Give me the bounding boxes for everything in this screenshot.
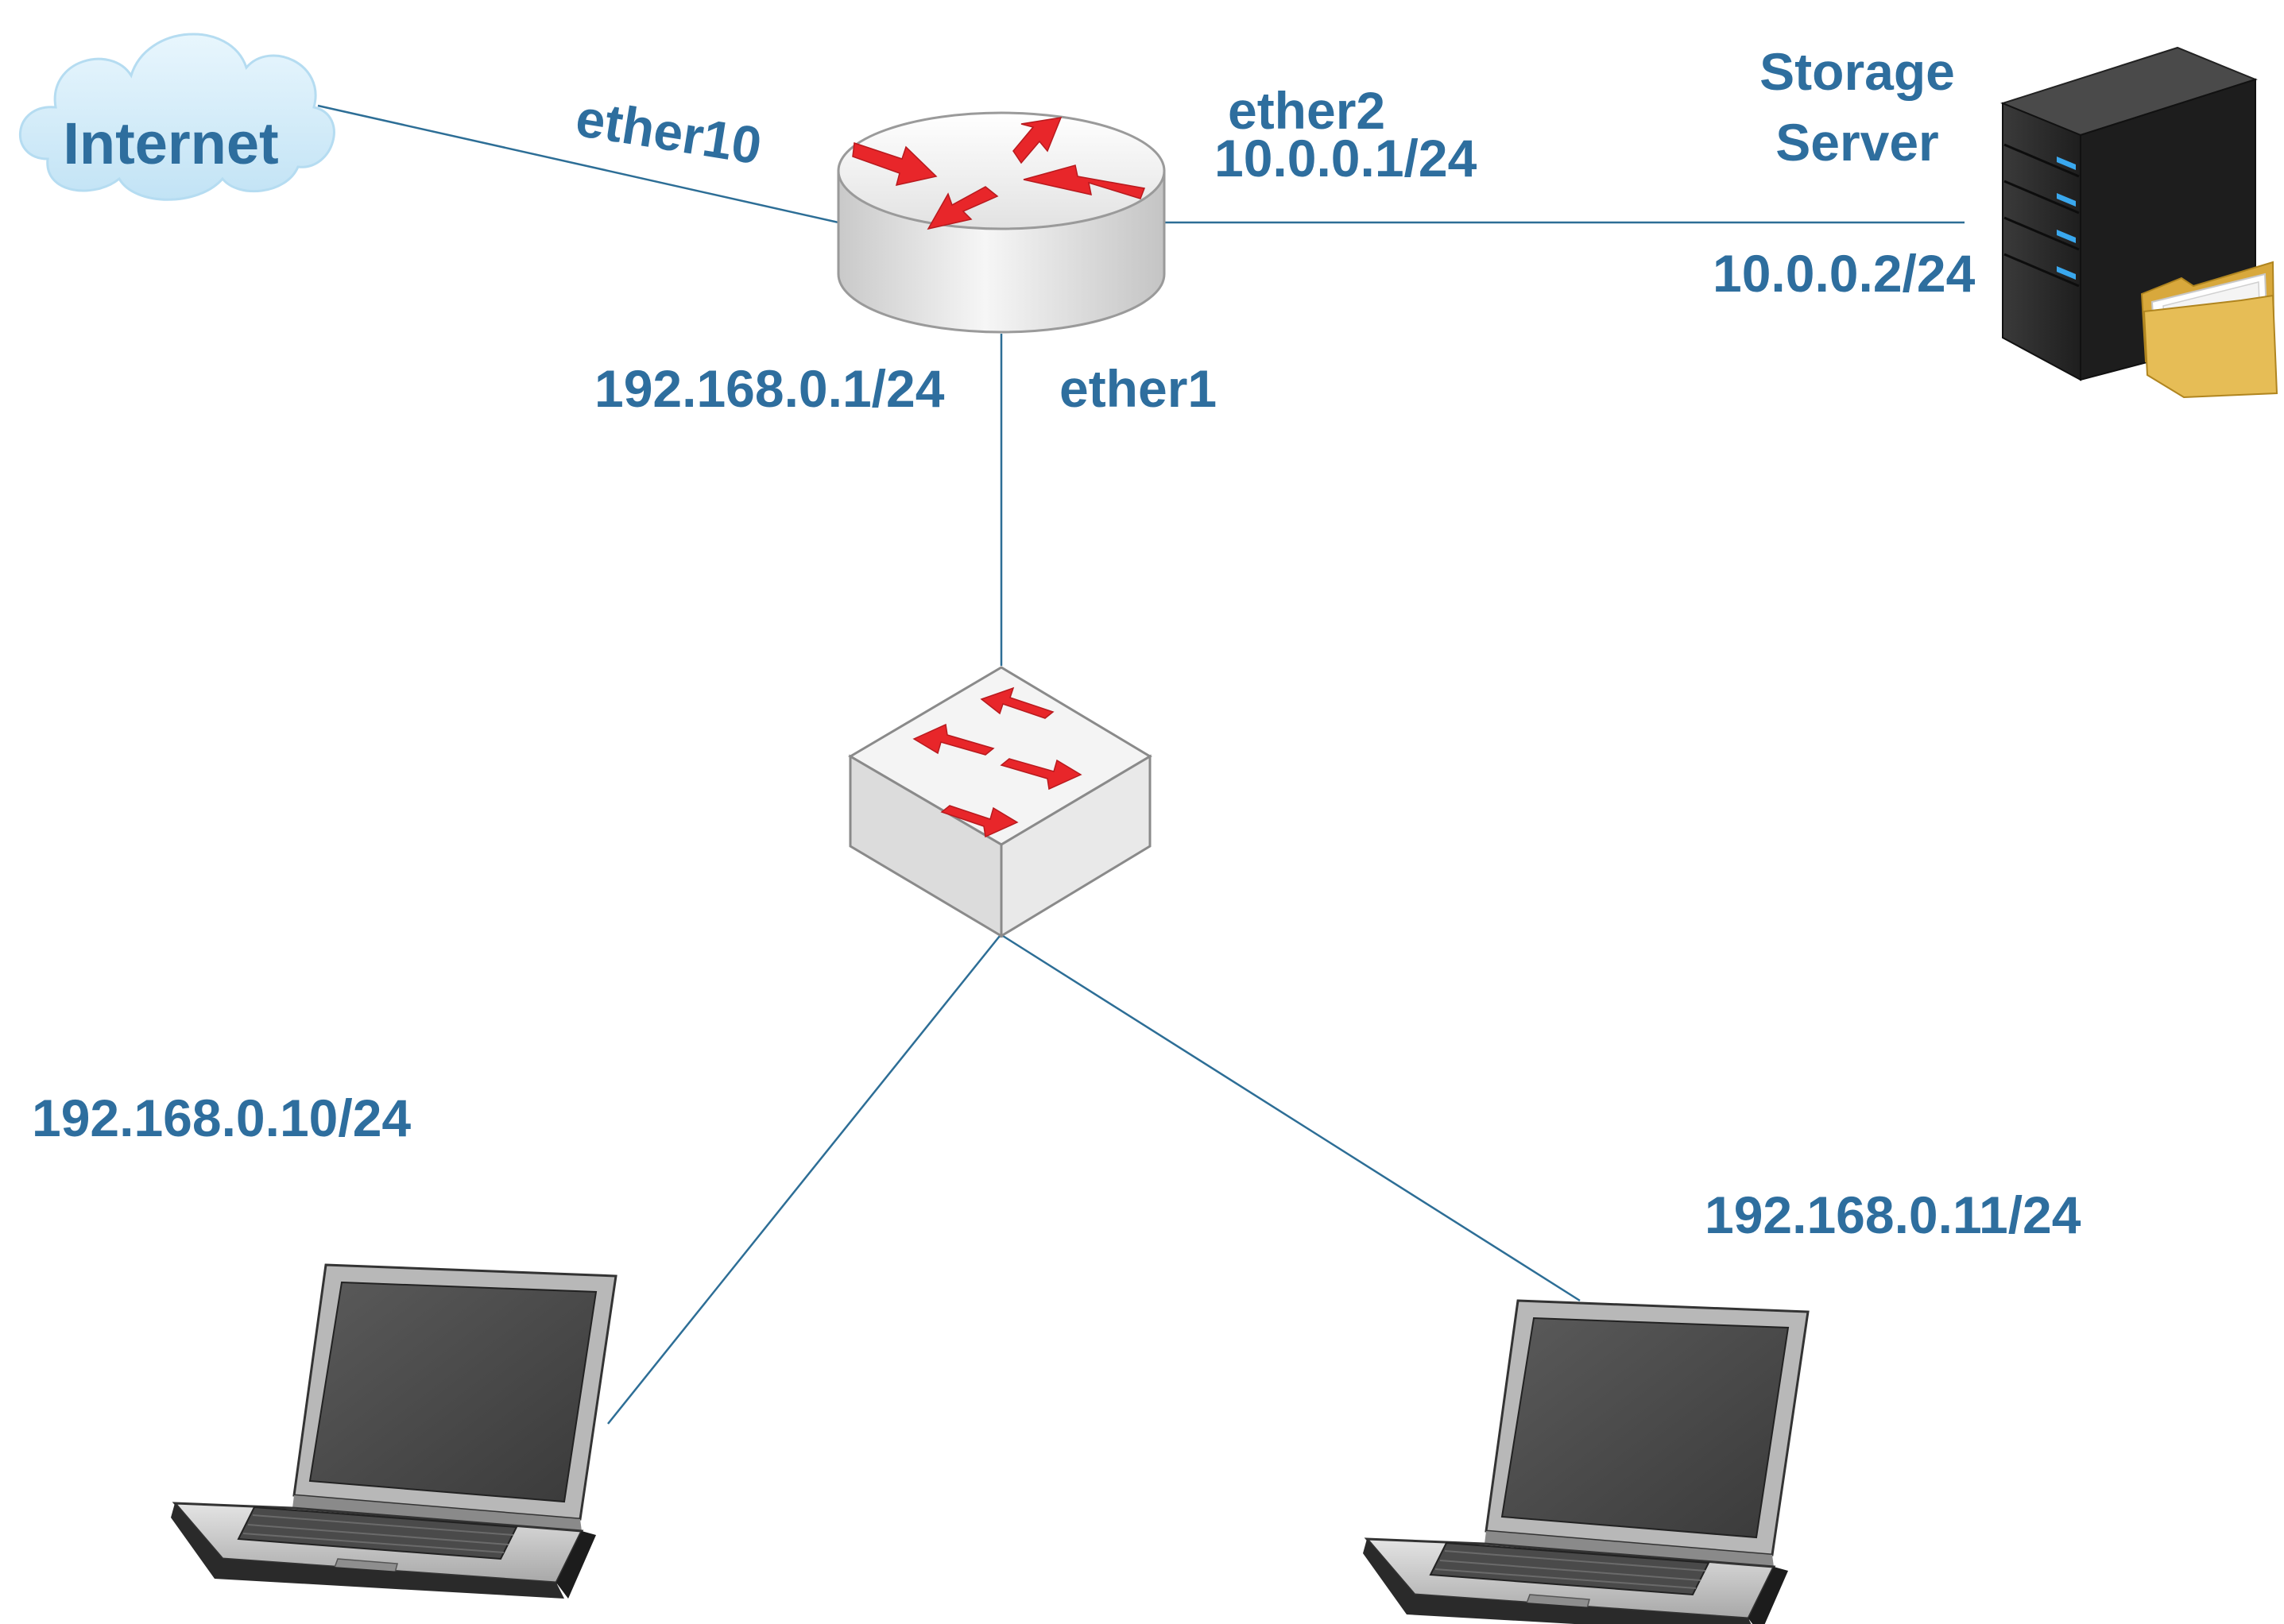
switch[interactable] bbox=[848, 666, 1152, 938]
laptop-right[interactable]: 192.168.0.11/24 bbox=[1361, 1185, 2081, 1624]
link-switch-laptop-left bbox=[607, 935, 1001, 1425]
ether1-label: ether1 bbox=[1059, 359, 1217, 418]
links bbox=[317, 104, 1965, 1425]
link-switch-laptop-right bbox=[1002, 934, 1581, 1302]
laptop-left[interactable]: 192.168.0.10/24 bbox=[32, 1088, 617, 1600]
storage-server[interactable]: Storage Server 10.0.0.2/24 bbox=[1713, 42, 2278, 399]
laptop-right-ip: 192.168.0.11/24 bbox=[1705, 1185, 2081, 1244]
cloud-icon bbox=[19, 33, 335, 201]
ether2-ip-label: 10.0.0.1/24 bbox=[1214, 129, 1477, 188]
laptop-icon bbox=[169, 1263, 617, 1600]
storage-server-ip: 10.0.0.2/24 bbox=[1713, 244, 1976, 303]
storage-server-title-line2: Server bbox=[1775, 113, 1939, 172]
ether10-label: ether10 bbox=[572, 88, 765, 176]
laptop-left-ip: 192.168.0.10/24 bbox=[32, 1088, 411, 1147]
ether1-ip-label: 192.168.0.1/24 bbox=[594, 359, 945, 418]
router-icon bbox=[837, 111, 1166, 334]
router[interactable] bbox=[837, 111, 1166, 334]
storage-server-title-line1: Storage bbox=[1759, 42, 1955, 101]
switch-icon bbox=[848, 666, 1152, 938]
ether2-label: ether2 bbox=[1228, 81, 1385, 140]
folder-icon bbox=[2140, 261, 2278, 399]
internet-cloud[interactable]: Internet bbox=[19, 33, 335, 201]
internet-label: Internet bbox=[63, 110, 278, 176]
link-internet-router bbox=[317, 104, 839, 224]
laptop-icon bbox=[1361, 1299, 1810, 1624]
